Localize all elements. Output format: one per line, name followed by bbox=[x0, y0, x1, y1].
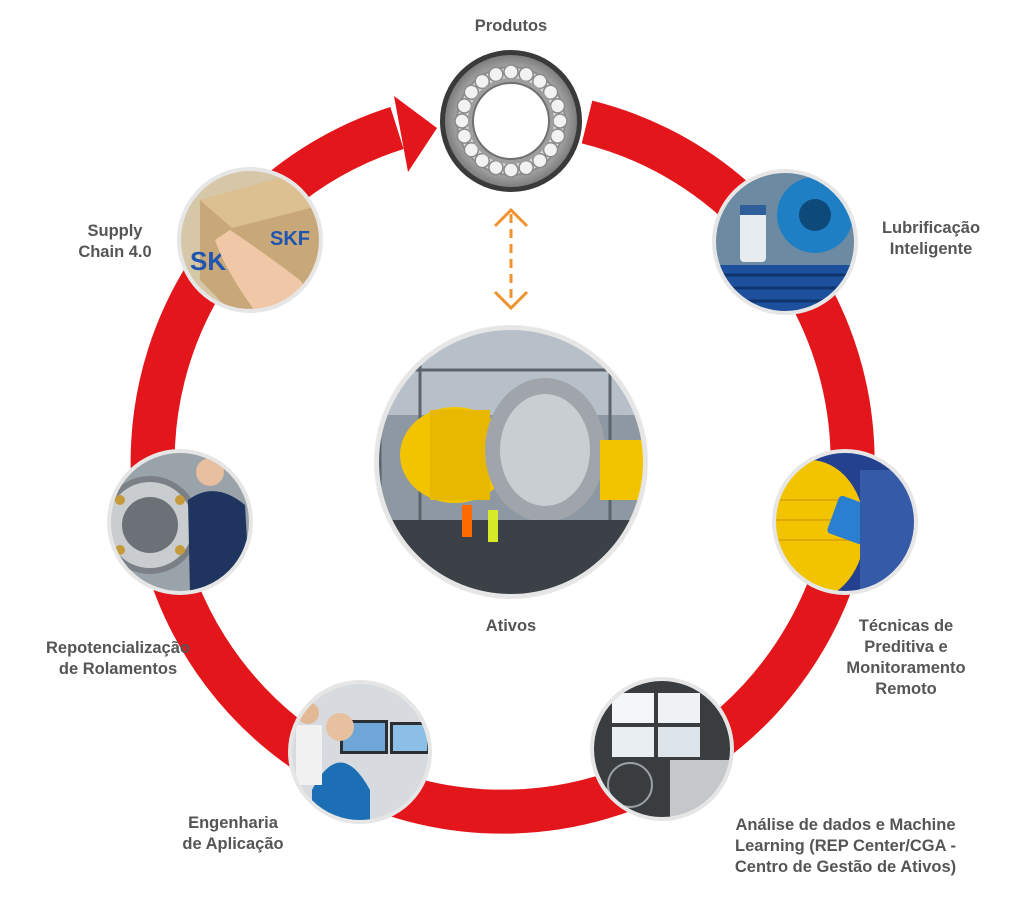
bearing-roller bbox=[542, 142, 559, 158]
bearing-roller bbox=[463, 142, 480, 158]
bearing-roller bbox=[463, 84, 480, 100]
node-label-engenharia: Engenharia de Aplicação bbox=[182, 814, 284, 853]
node-label-preditiva: Técnicas de Preditiva e Monitoramento Re… bbox=[846, 617, 966, 698]
node-label-repotencializacao: Repotencialização de Rolamentos bbox=[46, 639, 190, 678]
bearing-roller bbox=[474, 152, 490, 169]
bearing-roller bbox=[454, 113, 470, 129]
control-room-photo bbox=[590, 677, 734, 821]
dashed-double-arrow bbox=[493, 207, 529, 311]
sensor-motor-photo bbox=[772, 449, 918, 595]
grinding-mill-photo bbox=[374, 325, 648, 599]
bearing-roller bbox=[503, 162, 519, 178]
ativos-label: Ativos bbox=[485, 617, 537, 635]
lubrication-pump-photo bbox=[712, 169, 858, 315]
node-label-analise: Análise de dados e Machine Learning (REP… bbox=[734, 816, 957, 876]
ring-arrowhead bbox=[394, 96, 437, 172]
bearing-technician-photo bbox=[107, 449, 253, 595]
svg-text:SKF: SKF bbox=[270, 228, 310, 250]
ring-arc bbox=[130, 100, 875, 834]
engineers-computer-photo bbox=[288, 680, 432, 824]
bearing-icon bbox=[440, 50, 582, 192]
bearing-roller bbox=[532, 73, 548, 90]
bearing-roller bbox=[503, 64, 519, 80]
node-label-lubrificacao: Lubrificação Inteligente bbox=[881, 219, 981, 258]
bearing-roller bbox=[542, 84, 559, 100]
bearing-roller bbox=[532, 152, 548, 169]
skf-box-photo: SKF SKF bbox=[177, 167, 323, 313]
produtos-label: Produtos bbox=[474, 17, 548, 35]
node-label-supply-chain: Supply Chain 4.0 bbox=[78, 222, 152, 261]
bearing-roller bbox=[474, 73, 490, 90]
bearing-roller bbox=[552, 113, 568, 129]
